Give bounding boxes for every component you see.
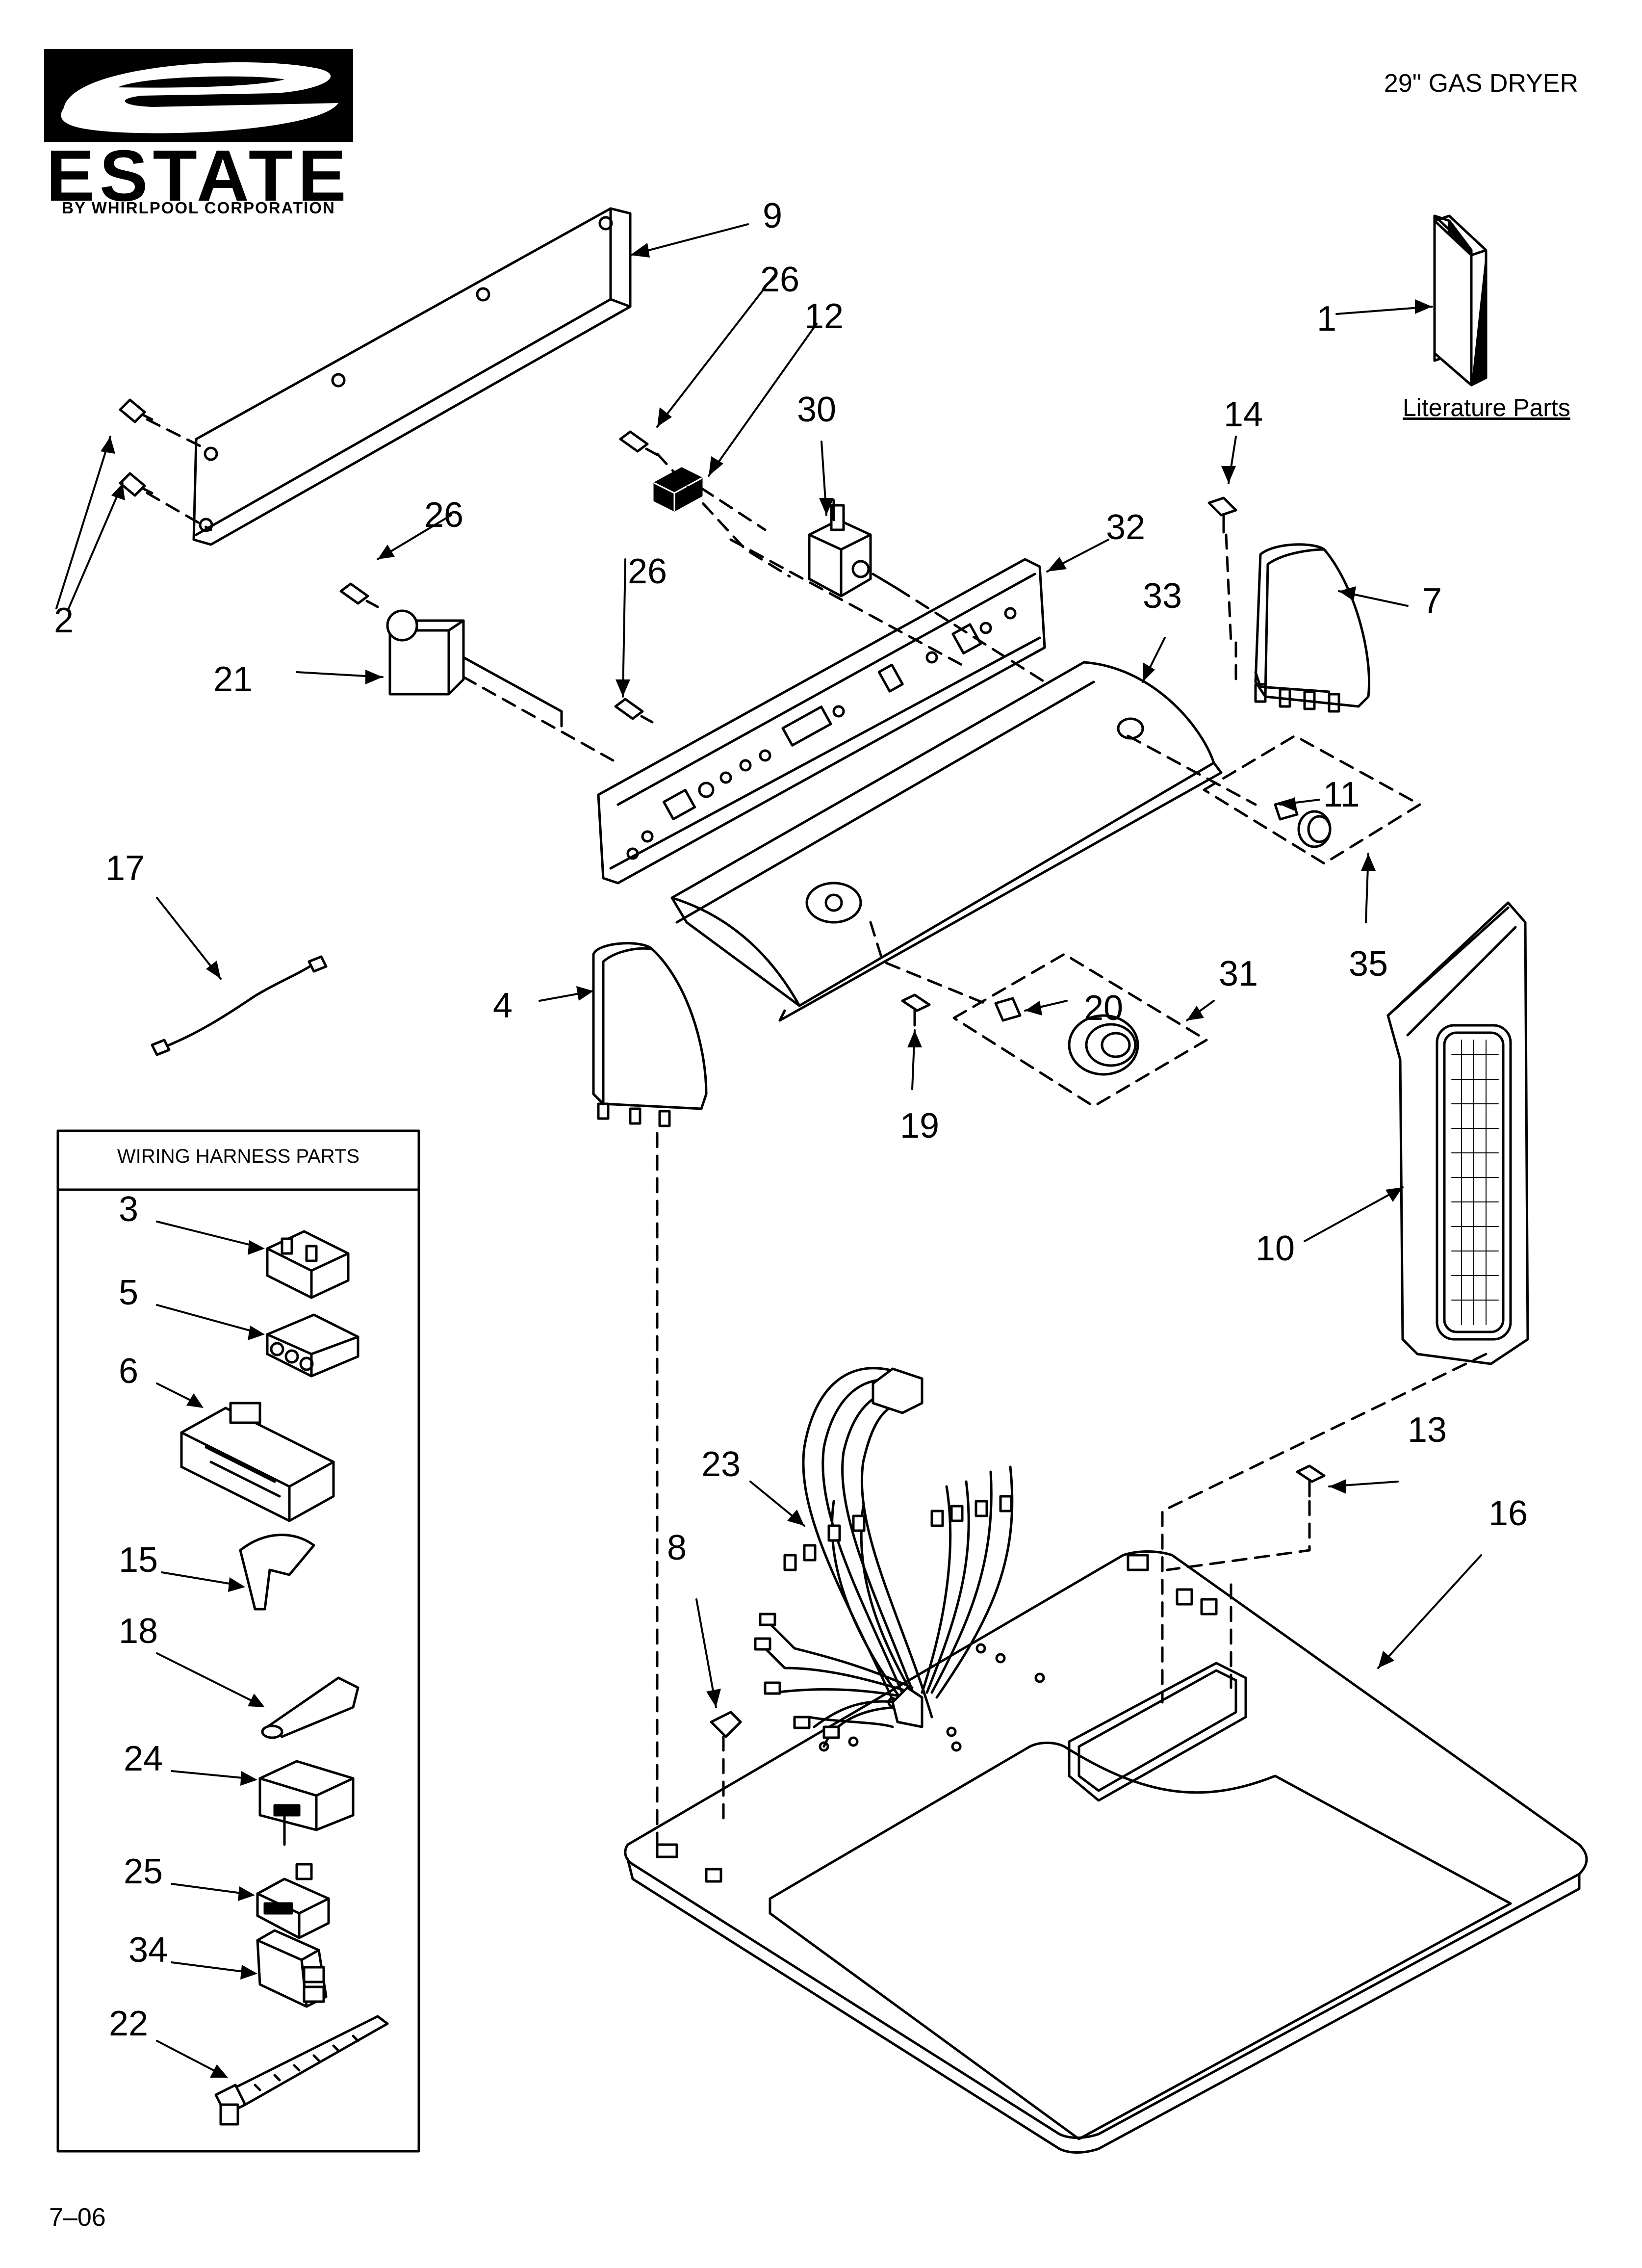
rear-panel-screws — [119, 398, 154, 497]
wh-part-22 — [214, 2015, 389, 2126]
timer — [386, 609, 615, 762]
end-cap-right — [1254, 543, 1371, 713]
knob-kit-31-box — [952, 953, 1208, 1108]
screw-26a — [619, 430, 659, 456]
wiring-harness — [754, 1367, 1014, 1748]
page-number: 7–06 — [49, 2203, 106, 2232]
callout-12: 12 — [804, 297, 844, 336]
knob-20 — [994, 997, 1139, 1076]
wh-part-3 — [266, 1230, 350, 1299]
literature-parts-label: Literature Parts — [1403, 394, 1570, 421]
callout-8: 8 — [667, 1528, 687, 1567]
wh-part-24 — [258, 1760, 355, 1846]
thermal-fuse-block — [653, 467, 767, 531]
wire-17 — [151, 955, 328, 1056]
callout-1: 1 — [1316, 299, 1337, 339]
callout-6: 6 — [118, 1352, 139, 1391]
top-cover — [624, 1550, 1588, 2154]
control-panel — [597, 558, 1046, 885]
callout-19: 19 — [899, 1106, 940, 1146]
screw-19 — [901, 993, 931, 1027]
callout-17: 17 — [105, 849, 145, 888]
brand-name: ESTATE — [46, 135, 351, 216]
literature-book — [1433, 214, 1488, 387]
end-cap-left — [592, 942, 708, 1127]
push-to-start-switch — [808, 499, 899, 598]
callout-18: 18 — [118, 1612, 158, 1651]
lint-screen — [1386, 901, 1529, 1365]
screw-13 — [1296, 1464, 1326, 1498]
leader-arrowheads — [101, 243, 1432, 1707]
callout-9: 9 — [762, 196, 783, 235]
callout-15: 15 — [118, 1540, 158, 1580]
estate-logo: ESTATE BY WHIRLPOOL CORPORATION — [44, 49, 353, 217]
callout-16: 16 — [1488, 1494, 1528, 1533]
part-8-clip — [710, 1711, 742, 1826]
callout-23: 23 — [701, 1445, 741, 1484]
callout-34: 34 — [128, 1930, 168, 1970]
callout-31: 31 — [1218, 954, 1258, 993]
callout-11: 11 — [1323, 775, 1360, 814]
rear-panel — [192, 207, 632, 546]
callout-20: 20 — [1083, 989, 1124, 1028]
callout-25: 25 — [123, 1852, 163, 1891]
callout-22: 22 — [108, 2004, 149, 2043]
estate-logo-mark — [44, 49, 353, 142]
wh-part-18 — [261, 1676, 359, 1739]
callout-26-top: 26 — [760, 260, 800, 299]
screw-26b — [339, 582, 379, 608]
callout-13: 13 — [1407, 1410, 1447, 1450]
callout-32: 32 — [1105, 508, 1146, 547]
wiring-parts-box — [56, 1129, 420, 2153]
callout-35: 35 — [1348, 944, 1388, 984]
wh-part-15 — [239, 1534, 315, 1611]
callout-10: 10 — [1255, 1229, 1295, 1268]
console-backsplash — [670, 661, 1223, 1022]
callout-2: 2 — [53, 601, 74, 640]
knob-kit-35-box — [1203, 734, 1421, 865]
brand-subtitle: BY WHIRLPOOL CORPORATION — [62, 199, 335, 217]
wh-part-34 — [256, 1929, 328, 2008]
callout-14: 14 — [1223, 395, 1263, 434]
callout-24: 24 — [123, 1739, 163, 1778]
model-title: 29" GAS DRYER — [1384, 69, 1578, 98]
callout-26-left: 26 — [424, 495, 464, 535]
callout-4: 4 — [492, 986, 513, 1025]
wh-part-5 — [266, 1313, 359, 1378]
callout-26-mid: 26 — [627, 552, 667, 591]
wh-part-6 — [180, 1402, 335, 1522]
callout-21: 21 — [213, 660, 253, 699]
callout-5: 5 — [118, 1273, 139, 1312]
wh-part-25 — [256, 1863, 330, 1939]
screw-14 — [1207, 496, 1237, 644]
callout-7: 7 — [1422, 581, 1442, 621]
wiring-harness-title: WIRING HARNESS PARTS — [117, 1146, 360, 1167]
callout-33: 33 — [1142, 576, 1182, 616]
callout-30: 30 — [796, 390, 837, 429]
callout-3: 3 — [118, 1190, 139, 1229]
screw-26c — [614, 698, 654, 724]
